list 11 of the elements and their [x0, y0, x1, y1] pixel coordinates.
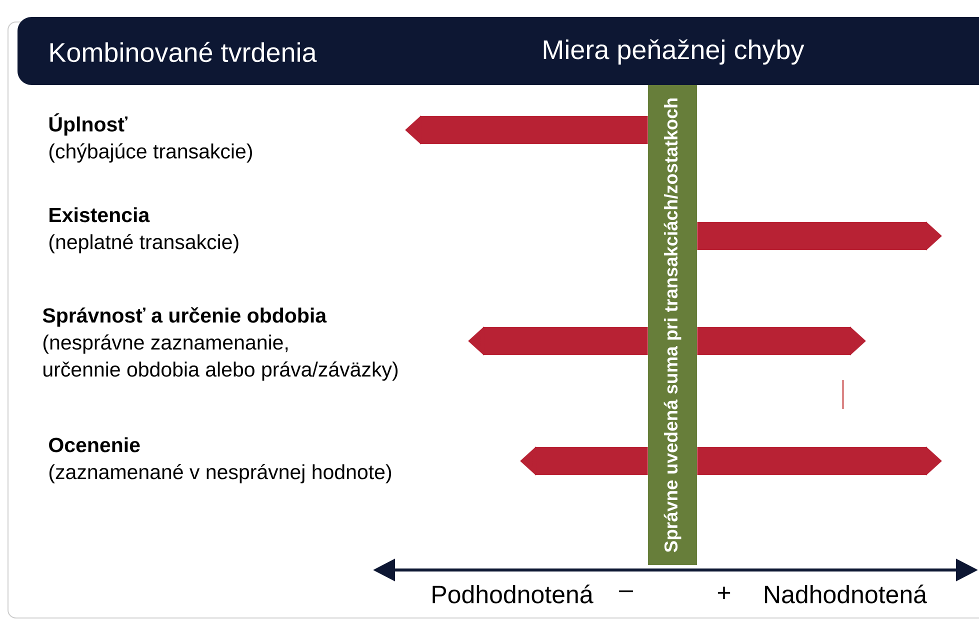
axis-label: –: [619, 590, 633, 592]
assertion-text: Existencia (neplatné transakcie): [49, 207, 238, 254]
axis-label: Podhodnotená: [432, 584, 594, 604]
axis-label: Nadhodnotená: [765, 584, 927, 604]
reference-bar: Správne uvedená suma pri transakciách/zostatkoch: [648, 85, 697, 565]
assertion-text: Správnosť a určenie obdobia (nesprávne zaznamenanie, určennie obdobia alebo práva/záväzky): [42, 307, 398, 381]
column-heading: Kombinované tvrdenia: [50, 42, 317, 62]
assertion-text: Ocenenie (zaznamenané v nesprávnej hodnote): [49, 437, 392, 484]
column-heading: Miera peňažnej chyby: [544, 39, 804, 65]
axis-label: +: [718, 586, 730, 600]
assertion-text: Úplnosť (chýbajúce transakcie): [49, 113, 252, 163]
